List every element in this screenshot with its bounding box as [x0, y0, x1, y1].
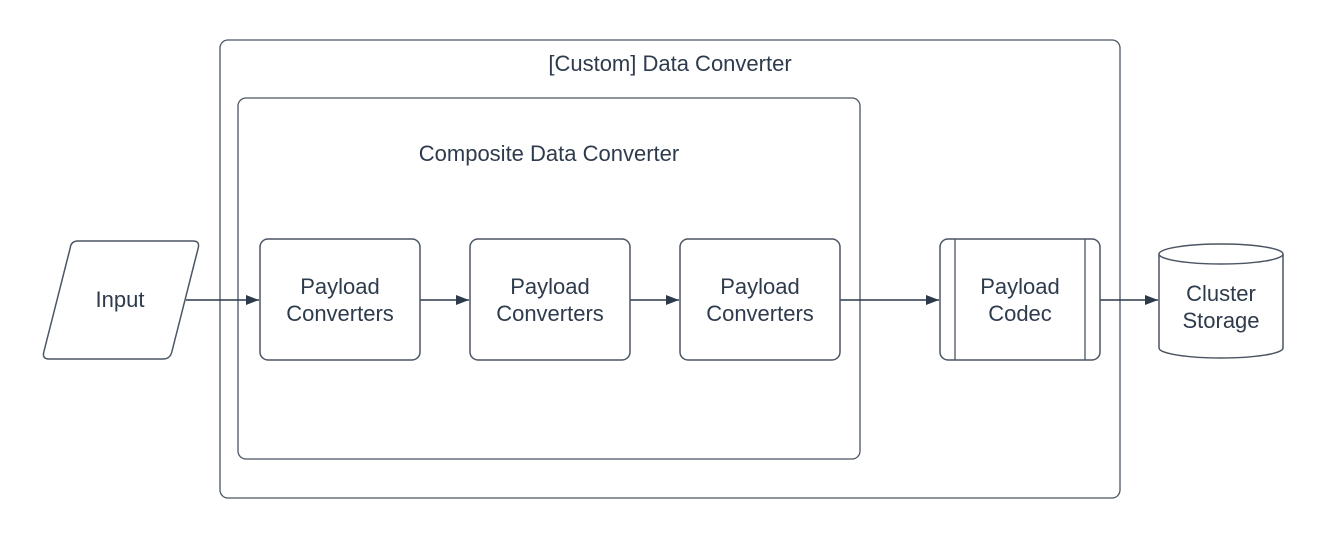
outer-container-title: [Custom] Data Converter: [548, 51, 792, 76]
payload-converters-1-label: Payload Converters: [286, 273, 394, 326]
payload-converters-2-node[interactable]: [469, 238, 631, 361]
composite-container-title: Composite Data Converter: [418, 141, 680, 166]
payload-codec-label: Payload Codec: [980, 273, 1060, 326]
payload-converters-3-node[interactable]: [679, 238, 841, 361]
input-node[interactable]: [42, 240, 200, 360]
payload-converters-3-label: Payload Converters: [706, 273, 814, 326]
payload-codec-node[interactable]: [939, 238, 1101, 361]
cluster-storage-label: Cluster Storage: [1182, 281, 1260, 333]
cluster-storage-node[interactable]: [1158, 254, 1284, 359]
input-label: Input: [95, 287, 145, 312]
payload-converters-2-label: Payload Converters: [496, 273, 604, 326]
payload-converters-1-node[interactable]: [259, 238, 421, 361]
cluster-storage-top-ellipse: [1158, 243, 1284, 265]
